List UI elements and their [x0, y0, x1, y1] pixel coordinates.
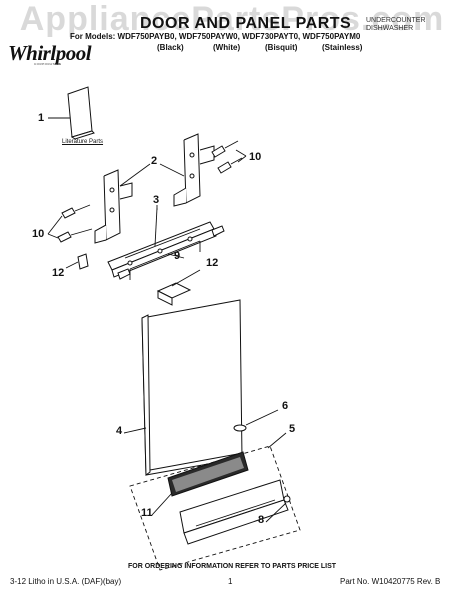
callout-9: 9 [174, 250, 181, 262]
callout-10-right: 10 [249, 151, 262, 163]
category-line-1: UNDERCOUNTER [366, 17, 426, 24]
model-list: For Models: WDF750PAYB0, WDF750PAYW0, WD… [70, 32, 361, 41]
insulation-strip-part [151, 451, 249, 516]
color-bisquit: (Bisquit) [265, 43, 298, 52]
literature-booklet-part [48, 86, 95, 140]
ordering-note: FOR ORDERING INFORMATION REFER TO PARTS … [127, 563, 337, 570]
brand-sub: CORPORATION [34, 62, 62, 66]
plug-part [233, 409, 279, 432]
screws-upper-right [211, 140, 247, 174]
callout-3: 3 [153, 194, 160, 206]
watermark: AppliancePartsPros.com [19, 0, 445, 38]
page-title: DOOR AND PANEL PARTS [140, 15, 352, 32]
right-hinge-bracket-part [159, 133, 215, 207]
toe-panel-assembly-outline [129, 445, 301, 571]
page-number: 1 [228, 577, 233, 586]
color-black: (Black) [157, 43, 184, 52]
litho-note: 3-12 Litho in U.S.A. (DAF)(bay) [10, 577, 122, 586]
callout-6: 6 [282, 400, 289, 412]
callout-8: 8 [258, 514, 265, 526]
color-white: (White) [213, 43, 241, 52]
top-cap-part [156, 269, 201, 306]
color-stainless: (Stainless) [322, 43, 363, 52]
category-line-2: DISHWASHER [366, 25, 414, 32]
door-panel-part [123, 299, 244, 476]
door-rail-part [107, 207, 225, 280]
screw-bottom-right [265, 495, 291, 523]
callout-11: 11 [141, 507, 153, 519]
literature-parts-label: Literature Parts [62, 139, 104, 145]
callout-5: 5 [289, 423, 296, 435]
callout-12-left: 12 [52, 267, 65, 279]
callout-12-right: 12 [206, 257, 219, 269]
clip-left-part [65, 253, 89, 270]
toe-panel-part [179, 479, 289, 545]
callout-10-left: 10 [32, 228, 45, 240]
left-hinge-bracket-part [94, 163, 151, 244]
callout-2: 2 [151, 155, 158, 167]
brand-logo: Whirlpool [8, 41, 92, 65]
callout-4: 4 [116, 425, 123, 437]
callout-1: 1 [38, 112, 45, 124]
screws-lower-left [47, 204, 93, 243]
part-number: Part No. W10420775 Rev. B [340, 577, 441, 586]
